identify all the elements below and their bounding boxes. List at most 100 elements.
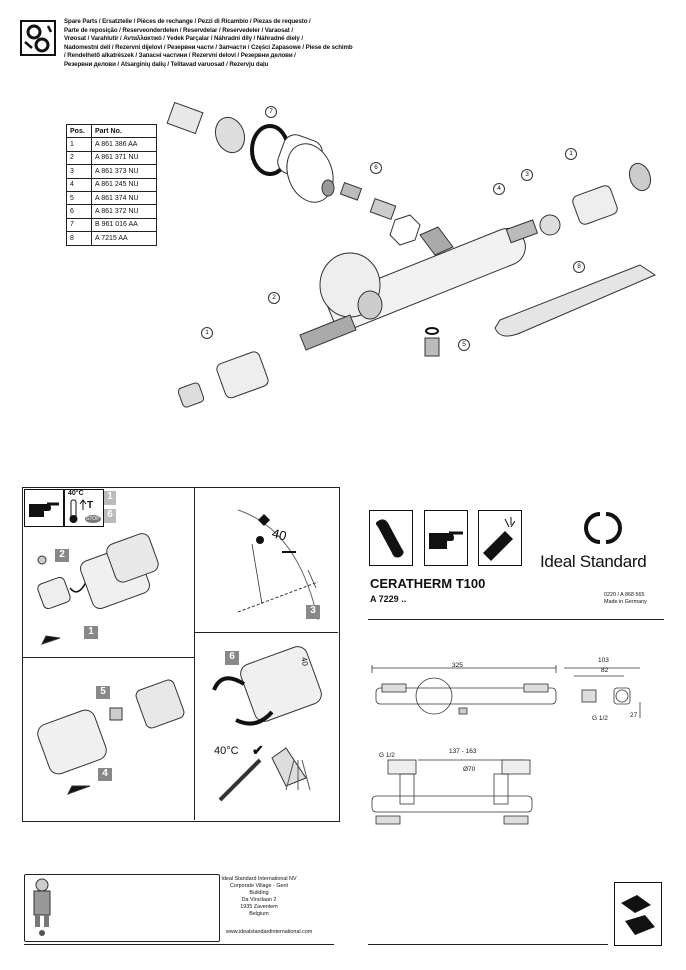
dim-width: 325 bbox=[452, 662, 463, 669]
footer-rule-right bbox=[368, 944, 608, 945]
hand-pointing-icon bbox=[24, 489, 64, 527]
table-cell: A 7215 AA bbox=[91, 231, 157, 246]
table-header-row: Pos. Part No. bbox=[66, 123, 157, 139]
footer-box bbox=[24, 874, 220, 942]
ideal-standard-logo bbox=[578, 510, 628, 546]
dim-diameter: Ø70 bbox=[463, 766, 476, 773]
worker-icon bbox=[28, 877, 56, 937]
dim-depth-inner: 82 bbox=[601, 667, 609, 674]
table-cell: 1 bbox=[66, 137, 92, 152]
table-header-cell: Pos. bbox=[66, 123, 92, 139]
callout-1-bottom: 1 bbox=[201, 327, 213, 339]
step-6-badge: 6 bbox=[225, 651, 239, 665]
dimension-drawings bbox=[371, 665, 641, 825]
header-line: Nadomestni deli / Rezervni dijelovi / Ре… bbox=[64, 43, 353, 51]
step-1-badge: 1 bbox=[84, 626, 98, 639]
step-2-badge: 2 bbox=[55, 549, 69, 562]
checkmark-icon: ✔ bbox=[252, 742, 264, 758]
table-cell: A 861 245 NU bbox=[91, 177, 157, 192]
callout-7: 7 bbox=[265, 106, 277, 118]
doc-code: 0220 / A 868 565 bbox=[604, 592, 645, 598]
table-cell: 8 bbox=[66, 231, 92, 246]
callout-2: 2 bbox=[268, 292, 280, 304]
step-illustration-remove-handle bbox=[37, 533, 159, 645]
hand-icon bbox=[424, 510, 468, 566]
exploded-view-drawing bbox=[166, 101, 657, 408]
table-cell: 6 bbox=[66, 204, 92, 219]
callout-1-top: 1 bbox=[565, 148, 577, 160]
step-4-badge: 4 bbox=[98, 768, 112, 781]
product-model: A 7229 .. bbox=[370, 594, 407, 604]
table-cell: A 861 372 NU bbox=[91, 204, 157, 219]
table-cell: 4 bbox=[66, 177, 92, 192]
callout-3: 3 bbox=[521, 169, 533, 181]
thermometer-icon: 40°C T STOP bbox=[64, 489, 104, 527]
header-line: Parte de reposição / Reserveonderdelen /… bbox=[64, 26, 293, 34]
knob-value-label: 40 bbox=[299, 656, 310, 667]
address-line: Belgium bbox=[249, 911, 269, 917]
header-line: Vrøosat / Varahlutir / Ανταλλακτικό / Ye… bbox=[64, 35, 303, 43]
brand-divider bbox=[368, 619, 664, 620]
dim-thread-left: G 1/2 bbox=[379, 752, 395, 759]
check-temp-label: 40°C bbox=[214, 745, 239, 757]
footer-rule-left bbox=[24, 944, 334, 945]
address-line: 1935 Zaventem bbox=[240, 904, 278, 910]
address-line: Corporate Village - Gent Building bbox=[229, 883, 289, 896]
table-cell: A 861 374 NU bbox=[91, 190, 157, 206]
spare-parts-header: Spare Parts / Ersatzteile / Pièces de re… bbox=[64, 18, 353, 70]
address-line: Ideal Standard International NV bbox=[221, 876, 297, 882]
header-line: / Rendelhető alkatrészek / Запасні части… bbox=[64, 52, 296, 60]
table-header-cell: Part No. bbox=[91, 123, 157, 139]
website-url: www.idealstandardinternational.com bbox=[226, 929, 313, 935]
dim-depth: 103 bbox=[598, 657, 609, 664]
step-5-badge: 5 bbox=[96, 686, 110, 699]
step-3-badge: 3 bbox=[306, 605, 320, 619]
panel-divider-v2 bbox=[194, 632, 195, 820]
stop-label: STOP bbox=[85, 515, 101, 523]
step-illustration-dial bbox=[237, 509, 319, 621]
instruction-panel bbox=[22, 487, 340, 822]
dim-height-right: 27 bbox=[630, 712, 638, 719]
header-line: Spare Parts / Ersatzteile / Pièces de re… bbox=[64, 18, 311, 25]
made-in: Made in Germany bbox=[604, 599, 647, 605]
table-cell: A 861 373 NU bbox=[91, 164, 157, 179]
table-cell: 3 bbox=[66, 164, 92, 179]
step-illustration-remove-sleeve bbox=[37, 679, 185, 795]
dim-spacing: 137 - 163 bbox=[449, 748, 477, 755]
temp-t-label: T bbox=[87, 500, 94, 511]
side-step-1: 1 bbox=[104, 491, 116, 505]
spare-parts-icon bbox=[20, 20, 56, 56]
side-step-6: 6 bbox=[104, 509, 116, 523]
header-line: Резервни делови / Atsarginių dalių / Tel… bbox=[64, 60, 269, 68]
table-cell: 2 bbox=[66, 150, 92, 166]
address-block: Ideal Standard International NV Corporat… bbox=[220, 876, 298, 918]
table-cell: A 861 386 AA bbox=[91, 137, 157, 152]
table-cell: B 961 016 AA bbox=[91, 217, 157, 233]
callout-8: 8 bbox=[573, 261, 585, 273]
step-illustration-calibrate bbox=[212, 646, 322, 802]
panel-divider-v bbox=[194, 487, 195, 632]
temp-icon-label: 40°C bbox=[68, 490, 84, 497]
product-name: CERATHERM T100 bbox=[370, 576, 486, 591]
callout-5: 5 bbox=[458, 339, 470, 351]
brand-name: Ideal Standard bbox=[540, 552, 647, 571]
table-cell: 7 bbox=[66, 217, 92, 233]
panel-divider-h2 bbox=[194, 632, 338, 633]
panel-divider-h1 bbox=[22, 657, 194, 658]
cleaning-icon bbox=[478, 510, 522, 566]
dim-thread-right: G 1/2 bbox=[592, 715, 608, 722]
table-cell: 5 bbox=[66, 190, 92, 206]
callout-6: 6 bbox=[370, 162, 382, 174]
wrench-icon bbox=[369, 510, 413, 566]
callout-4: 4 bbox=[493, 183, 505, 195]
address-line: Da Vincilaan 2 bbox=[241, 897, 277, 903]
